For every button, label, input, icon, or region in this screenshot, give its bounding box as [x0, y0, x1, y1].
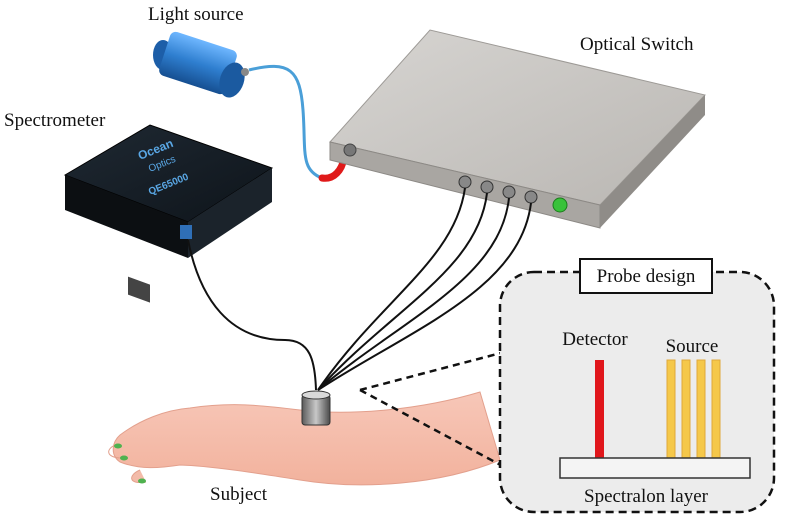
spectralon-slab [559, 457, 751, 479]
probe-design-title: Probe design [597, 266, 696, 287]
light-cable [248, 64, 323, 180]
light-source-label: Light source [148, 4, 244, 25]
detector-label: Detector [562, 329, 628, 350]
spectrometer-fiber [187, 239, 317, 391]
source-label: Source [666, 336, 719, 357]
arm-icon [108, 391, 501, 486]
callout-wedge [359, 346, 521, 472]
optical-switch-label: Optical Switch [580, 34, 694, 55]
optical-switch-icon [329, 29, 706, 229]
spectrometer-icon: Ocean Optics QE65000 [63, 124, 274, 303]
probe-design-title-box [579, 258, 713, 294]
probe-icon [301, 390, 331, 426]
detector-fiber [595, 360, 604, 478]
spectralon-layer-label: Spectralon layer [584, 486, 709, 507]
spectrometer-label: Spectrometer [4, 110, 106, 131]
switch-fibers [317, 187, 532, 391]
subject-label: Subject [210, 484, 267, 505]
light-source-lamp-icon [153, 31, 249, 98]
